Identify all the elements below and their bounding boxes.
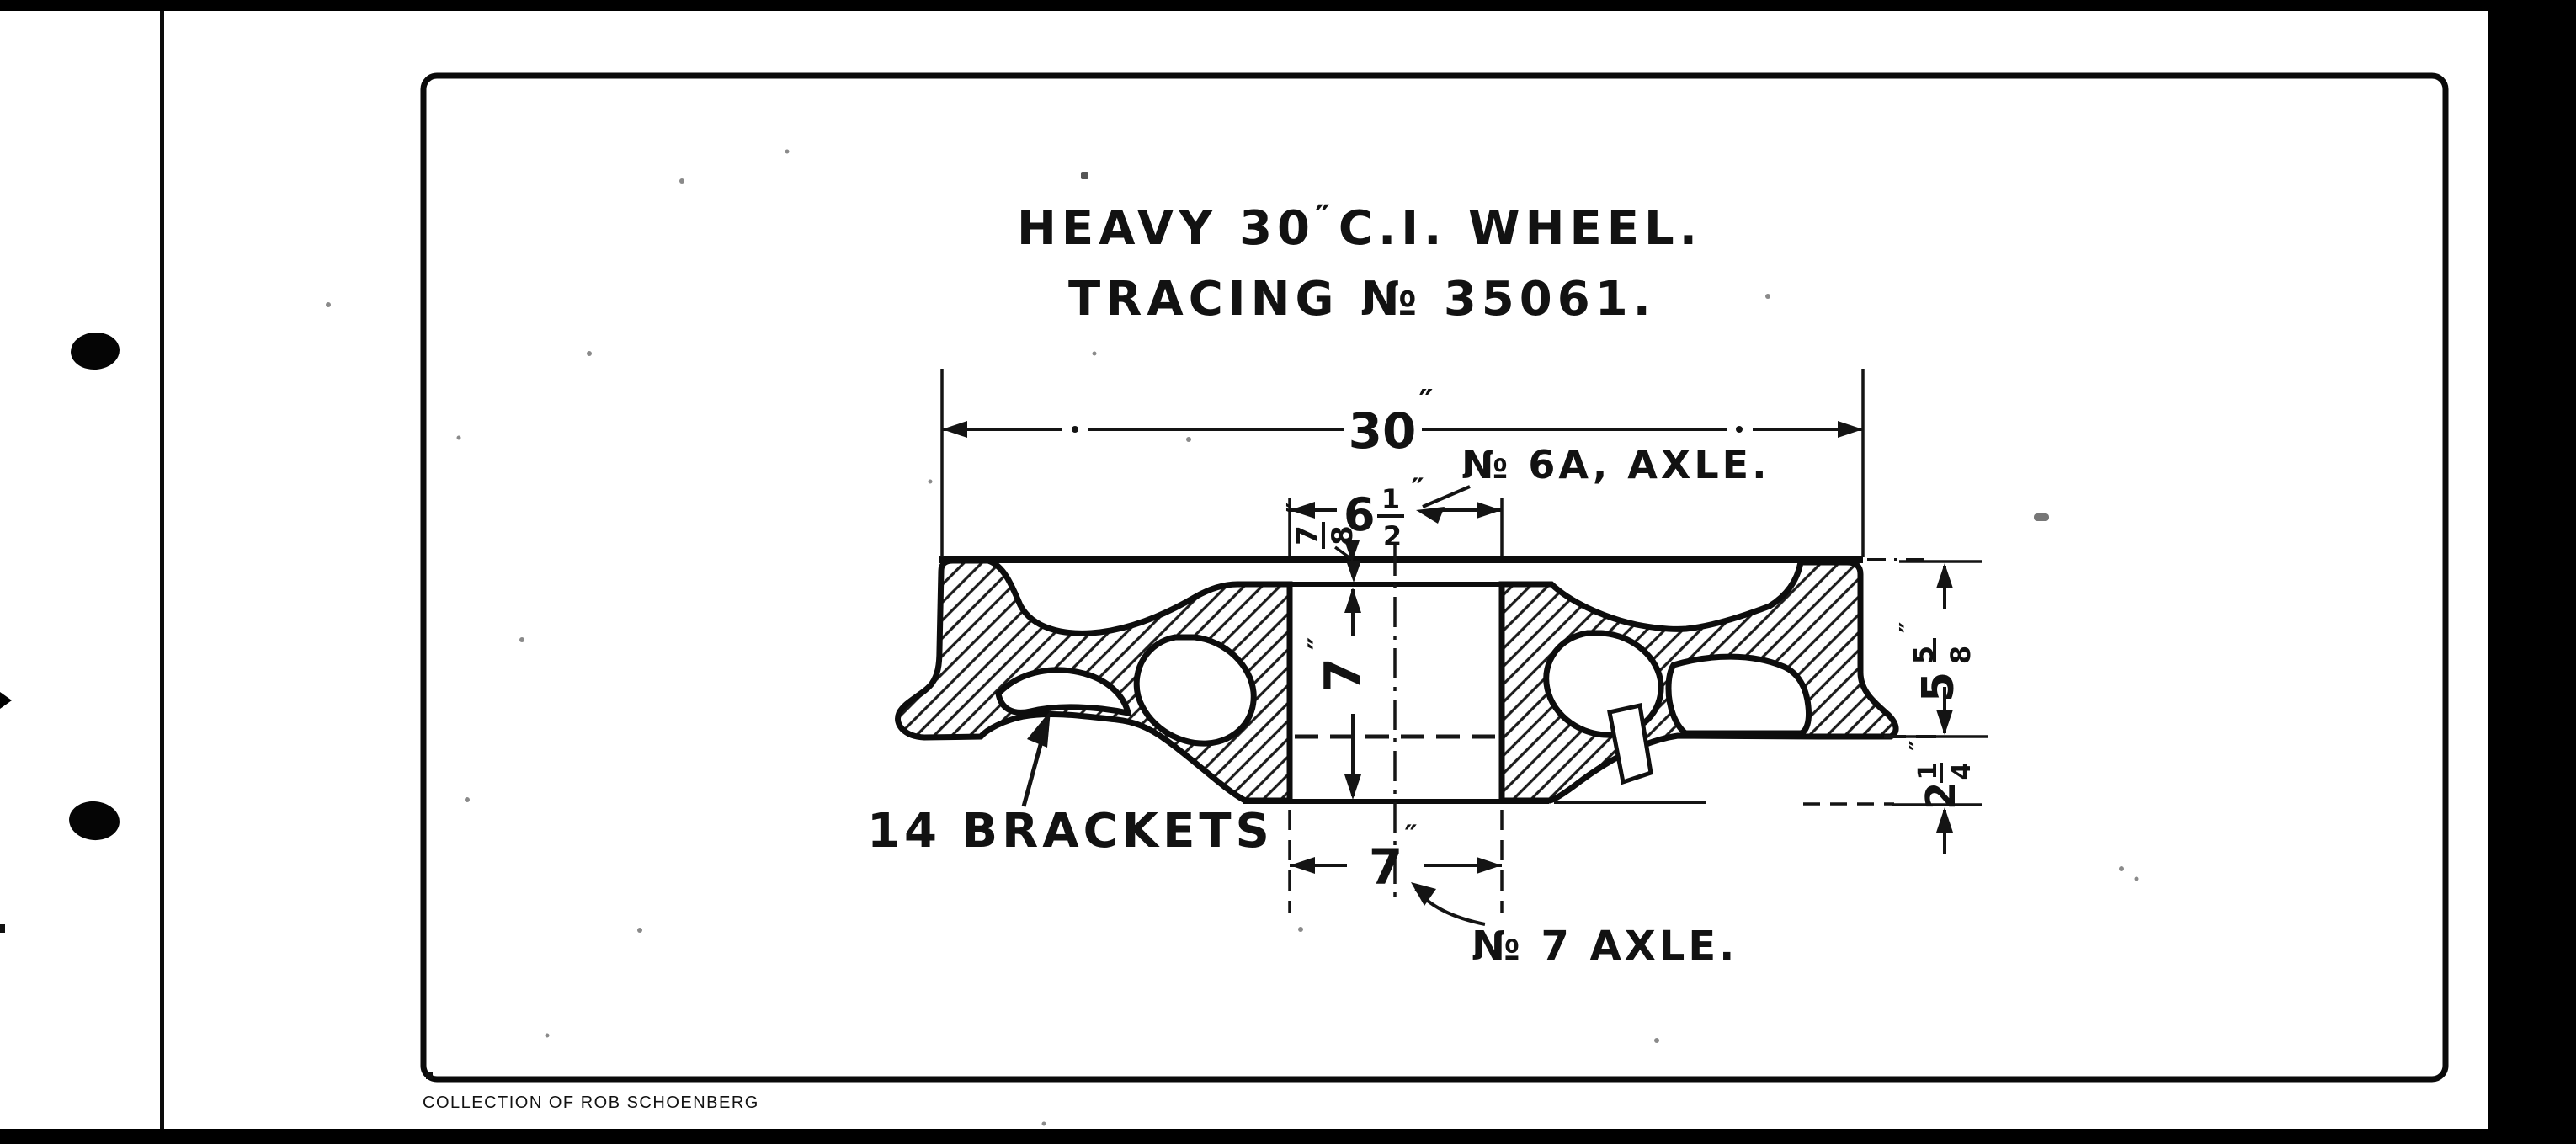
scan-edge-top xyxy=(0,0,2576,11)
title-block: HEAVY 30″C.I. WHEEL. TRACING № 35061. xyxy=(1017,199,1702,327)
dim-78-numerator: 7 xyxy=(1291,525,1324,545)
punch-hole xyxy=(71,332,120,370)
binder-fold-line xyxy=(160,11,164,1129)
dimension-overall-width-30: 30 ″ xyxy=(940,369,1865,557)
frame-corner-dot xyxy=(426,1072,433,1079)
dim-558-whole: 5 xyxy=(1913,672,1964,702)
leader-14-brackets xyxy=(1021,732,1046,807)
scan-edge-right-band xyxy=(2488,7,2576,1144)
arrowhead-down-icon xyxy=(1346,561,1361,583)
arrowhead-up-icon xyxy=(1344,588,1361,613)
dimension-rim-to-centerline-5-5-8: 5 5 8 ″ xyxy=(1892,560,1988,806)
arrowhead-leader-icon xyxy=(1027,710,1051,748)
dimension-hub-bottom-width-7: 7 ″ xyxy=(1288,810,1504,913)
dim-558-numerator: 5 xyxy=(1908,646,1940,664)
dim-7v-value: 7 xyxy=(1314,657,1373,693)
scan-edge-bottom xyxy=(0,1129,2576,1144)
arrowhead-left-icon xyxy=(1290,857,1315,874)
leader-axle-6a xyxy=(1422,485,1471,508)
dim-78-denominator: 8 xyxy=(1326,525,1360,545)
arrowhead-up-icon xyxy=(1936,563,1953,588)
arrowhead-leader-icon xyxy=(1411,882,1436,906)
arrowhead-right-icon xyxy=(1477,857,1502,874)
title-part1: HEAVY 30 xyxy=(1017,201,1315,256)
dimensioning: 30 ″ 6 1 2 ″ 7 8 ″ xyxy=(940,369,1988,913)
dim-6half-numerator: 1 xyxy=(1381,483,1400,515)
drawing-border-frame xyxy=(420,72,2449,1083)
dim-214-numerator: 1 xyxy=(1913,763,1943,780)
label-axle-6a: № 6A, AXLE. xyxy=(1461,442,1770,487)
dim-214-unit: ″ xyxy=(1904,740,1932,751)
arrowhead-right-icon xyxy=(1838,421,1863,438)
edge-mark xyxy=(0,692,12,709)
dim-214-denominator: 4 xyxy=(1947,763,1977,780)
title-inch-mark: ″ xyxy=(1315,199,1335,237)
dim-558-unit: ″ xyxy=(1895,622,1924,633)
dim-78-unit: ″ xyxy=(1282,503,1312,513)
dimension-centerline-to-hub-bottom-2-1-4: 2 1 4 ″ xyxy=(1904,740,1977,854)
dim-30-value: 30 xyxy=(1349,402,1417,460)
edge-mark xyxy=(0,924,5,933)
wheel-section-left-half xyxy=(895,557,1293,804)
dim-30-unit: ″ xyxy=(1419,383,1434,420)
title-part2: C.I. WHEEL. xyxy=(1339,201,1702,256)
dim-7b-unit: ″ xyxy=(1404,819,1417,853)
drawing-title: HEAVY 30″C.I. WHEEL. xyxy=(1017,199,1702,256)
scan-smudge xyxy=(2034,513,2049,521)
punch-hole xyxy=(69,801,120,841)
dimension-rim-to-hub-top-7-8: 7 8 ″ xyxy=(1282,503,1361,583)
dimension-hub-length-7: 7 ″ xyxy=(1302,588,1373,800)
arrowhead-right-icon xyxy=(1477,502,1502,519)
arrowhead-down-icon xyxy=(1936,710,1953,735)
arrowhead-up-icon xyxy=(1936,807,1953,833)
arrowhead-left-icon xyxy=(1290,502,1315,519)
dim-6half-unit: ″ xyxy=(1411,472,1424,506)
arrowhead-leader-icon xyxy=(1416,507,1445,524)
dim-7v-unit: ″ xyxy=(1302,637,1336,650)
dimension-hub-top-width-6-1-2: 6 1 2 ″ xyxy=(1288,472,1504,556)
dim-214-whole: 2 xyxy=(1918,782,1965,810)
arrowhead-down-icon xyxy=(1344,774,1361,800)
dim-7b-value: 7 xyxy=(1369,838,1402,896)
callout-labels: № 6A, AXLE. № 7 AXLE. 14 BRACKETS xyxy=(867,442,1770,970)
wheel-cross-section xyxy=(895,545,1936,905)
dim-6half-whole: 6 xyxy=(1344,488,1376,541)
dim-558-denominator: 8 xyxy=(1945,646,1977,664)
arrowhead-left-icon xyxy=(942,421,967,438)
scan-dust-specks xyxy=(326,149,2139,1126)
label-14-brackets: 14 BRACKETS xyxy=(867,804,1274,859)
bracket-rib-edge xyxy=(1607,702,1653,785)
arrowhead-down-icon xyxy=(1344,540,1360,562)
scan-smudge xyxy=(1081,172,1088,179)
collection-credit: COLLECTION OF ROB SCHOENBERG xyxy=(423,1093,759,1112)
drawing-subtitle-tracing-number: TRACING № 35061. xyxy=(1068,272,1656,327)
dim-6half-denominator: 2 xyxy=(1383,520,1402,552)
label-axle-7: № 7 AXLE. xyxy=(1472,923,1738,970)
